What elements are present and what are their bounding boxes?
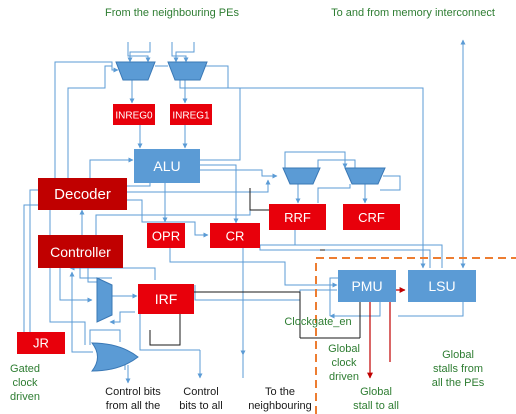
svg-text:stall to all: stall to all — [353, 400, 399, 412]
crf-mux — [344, 167, 386, 185]
input-mux-1 — [167, 61, 208, 81]
jr-label: JR — [33, 336, 49, 351]
svg-text:Gated: Gated — [10, 363, 40, 375]
from-neighbouring-label: From the neighbouring PEs — [105, 7, 239, 19]
svg-text:Global: Global — [442, 349, 474, 361]
to-neighbouring-label: To the neighbouring — [248, 386, 312, 412]
memory-interconnect-label: To and from memory interconnect — [331, 7, 495, 19]
svg-text:Global: Global — [328, 343, 360, 355]
svg-text:Control: Control — [183, 386, 218, 398]
clockgate-label: Clockgate_en — [284, 316, 351, 328]
svg-text:Global: Global — [360, 386, 392, 398]
rrf-mux — [282, 167, 321, 185]
svg-text:stalls from: stalls from — [433, 363, 483, 375]
lsu-block: LSU — [408, 270, 476, 302]
svg-text:from all the: from all the — [106, 400, 160, 412]
inreg0-block: INREG0 — [113, 104, 155, 125]
control-bits-from-label: Control bits from all the — [105, 386, 161, 412]
irf-block: IRF — [138, 284, 194, 314]
alu-block: ALU — [134, 149, 200, 183]
svg-text:neighbouring: neighbouring — [248, 400, 312, 412]
global-clock-label: Global clock driven — [328, 343, 360, 383]
control-wires — [149, 188, 361, 346]
svg-text:driven: driven — [329, 371, 359, 383]
alu-label: ALU — [153, 158, 180, 174]
opr-block: OPR — [147, 223, 185, 248]
or-gate — [90, 342, 139, 372]
rrf-label: RRF — [284, 210, 311, 225]
svg-text:Control bits: Control bits — [105, 386, 161, 398]
pmu-block: PMU — [338, 270, 396, 302]
inreg0-label: INREG0 — [115, 111, 153, 122]
inreg1-block: INREG1 — [170, 104, 212, 125]
controller-block: Controller — [38, 235, 123, 268]
decoder-block: Decoder — [38, 178, 127, 210]
controller-label: Controller — [50, 244, 111, 260]
decoder-label: Decoder — [54, 186, 111, 203]
svg-text:all the PEs: all the PEs — [432, 377, 485, 389]
lsu-label: LSU — [428, 278, 455, 294]
pmu-label: PMU — [351, 278, 382, 294]
global-stall-to-label: Global stall to all — [353, 386, 399, 412]
svg-text:To the: To the — [265, 386, 295, 398]
irf-label: IRF — [155, 291, 178, 307]
crf-label: CRF — [358, 210, 385, 225]
global-stalls-from-label: Global stalls from all the PEs — [432, 349, 485, 389]
crf-block: CRF — [343, 204, 400, 230]
svg-text:clock: clock — [331, 357, 357, 369]
rrf-block: RRF — [269, 204, 326, 230]
cr-block: CR — [210, 223, 260, 248]
control-bits-to-label: Control bits to all — [179, 386, 222, 412]
stall-wires — [367, 287, 406, 379]
inreg1-label: INREG1 — [172, 111, 210, 122]
svg-text:bits to all: bits to all — [179, 400, 222, 412]
jr-block: JR — [17, 332, 65, 354]
input-mux-0 — [115, 61, 156, 81]
irf-mux — [96, 277, 113, 323]
cr-label: CR — [226, 229, 245, 244]
opr-label: OPR — [152, 229, 180, 244]
svg-text:clock: clock — [12, 377, 38, 389]
clock-domain-boundary — [315, 257, 516, 414]
data-wires — [23, 39, 466, 384]
gated-clock-label: Gated clock driven — [10, 363, 40, 403]
svg-text:driven: driven — [10, 391, 40, 403]
